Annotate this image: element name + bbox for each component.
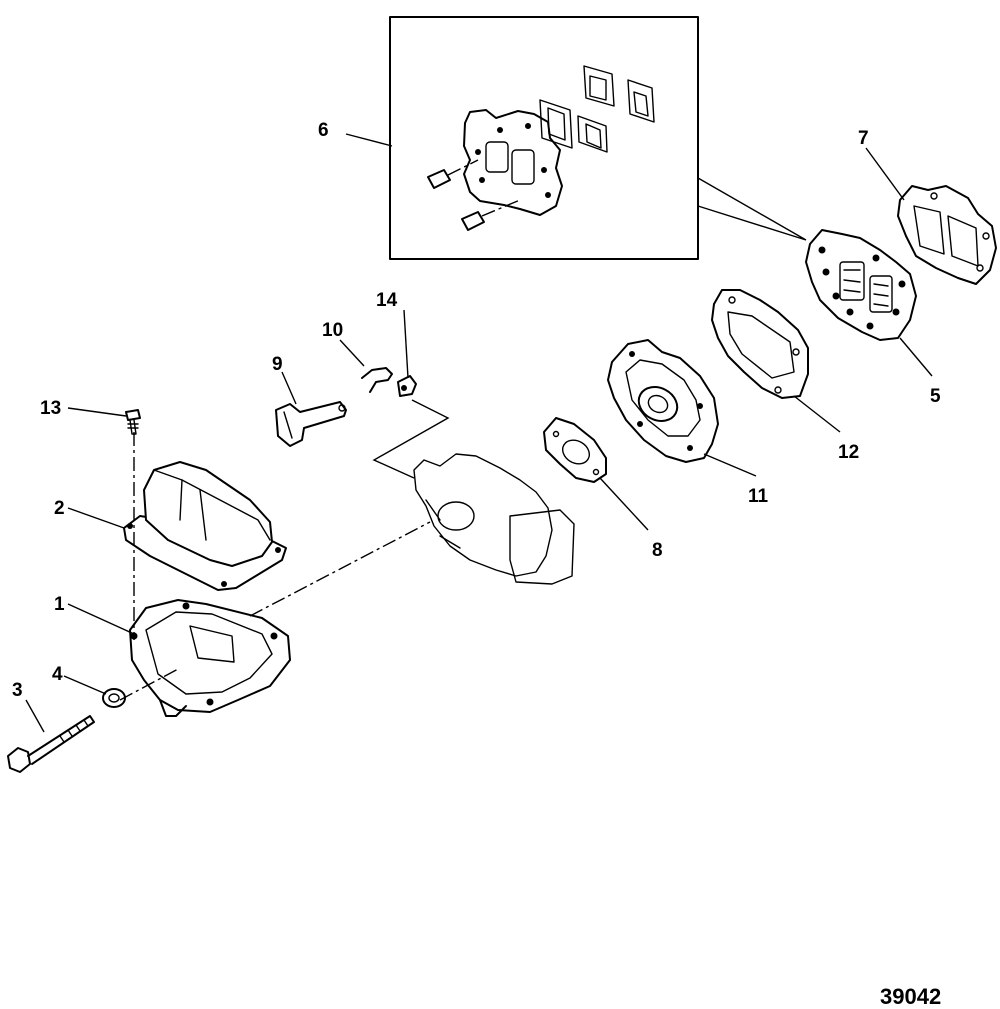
inset-screw-upper [427,159,479,189]
callout-12: 12 [838,442,859,463]
callout-9: 9 [272,354,283,375]
inset-reed-port-left [485,141,509,173]
part-3-bolt [7,715,95,773]
assembly-lines [119,399,450,701]
carburetor-body [413,453,575,585]
callout-1: 1 [54,594,65,615]
part-1-airbox-base [129,599,291,717]
inset-reed-port-right [511,149,535,185]
part-12-gasket [711,289,809,399]
part-9-lever [275,401,347,447]
inset-screw-lower [461,199,521,231]
callout-7: 7 [858,128,869,149]
callout-4: 4 [52,664,63,685]
part-14-clip [397,375,417,397]
callout-leaders [25,133,933,733]
part-2-airbox-cover [123,461,287,591]
part-10-link [361,367,393,393]
callout-3: 3 [12,680,23,701]
callout-6: 6 [318,120,329,141]
callout-5: 5 [930,386,941,407]
callout-2: 2 [54,498,65,519]
callout-10: 10 [322,320,343,341]
inset-frame [389,16,699,260]
inset-reed-plate [463,109,563,216]
part-7-gasket [897,185,997,285]
part-5-reed-plate [805,229,917,341]
callout-13: 13 [40,398,61,419]
callout-14: 14 [376,290,398,311]
inset-pointer [697,177,807,241]
callout-8: 8 [652,540,663,561]
inset-reed-petals [539,65,655,153]
inset-detail-box [389,16,807,260]
figure-number: 39042 [880,984,941,1009]
part-4-washer [102,688,126,708]
part-11-adaptor [607,339,719,463]
part-13-screw [125,409,141,435]
callout-11: 11 [748,486,769,507]
part-8-carburetor-gasket [543,417,607,483]
